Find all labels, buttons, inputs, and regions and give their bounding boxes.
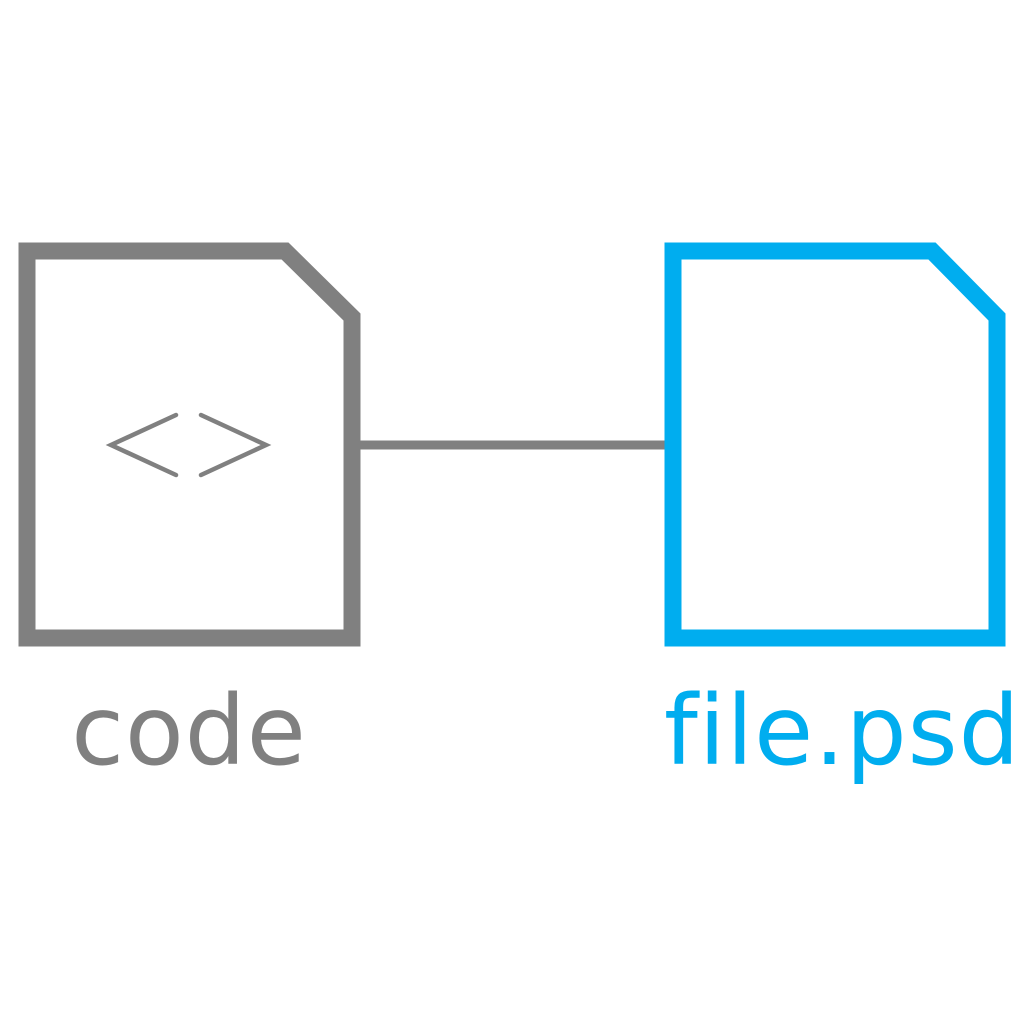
file-psd-label: file.psd <box>664 675 1021 787</box>
psd-file-icon <box>664 242 1006 647</box>
code-file-icon <box>18 242 361 647</box>
angle-brackets-icon <box>105 412 272 478</box>
code-file-outline <box>18 242 361 647</box>
code-label: code <box>71 675 307 787</box>
